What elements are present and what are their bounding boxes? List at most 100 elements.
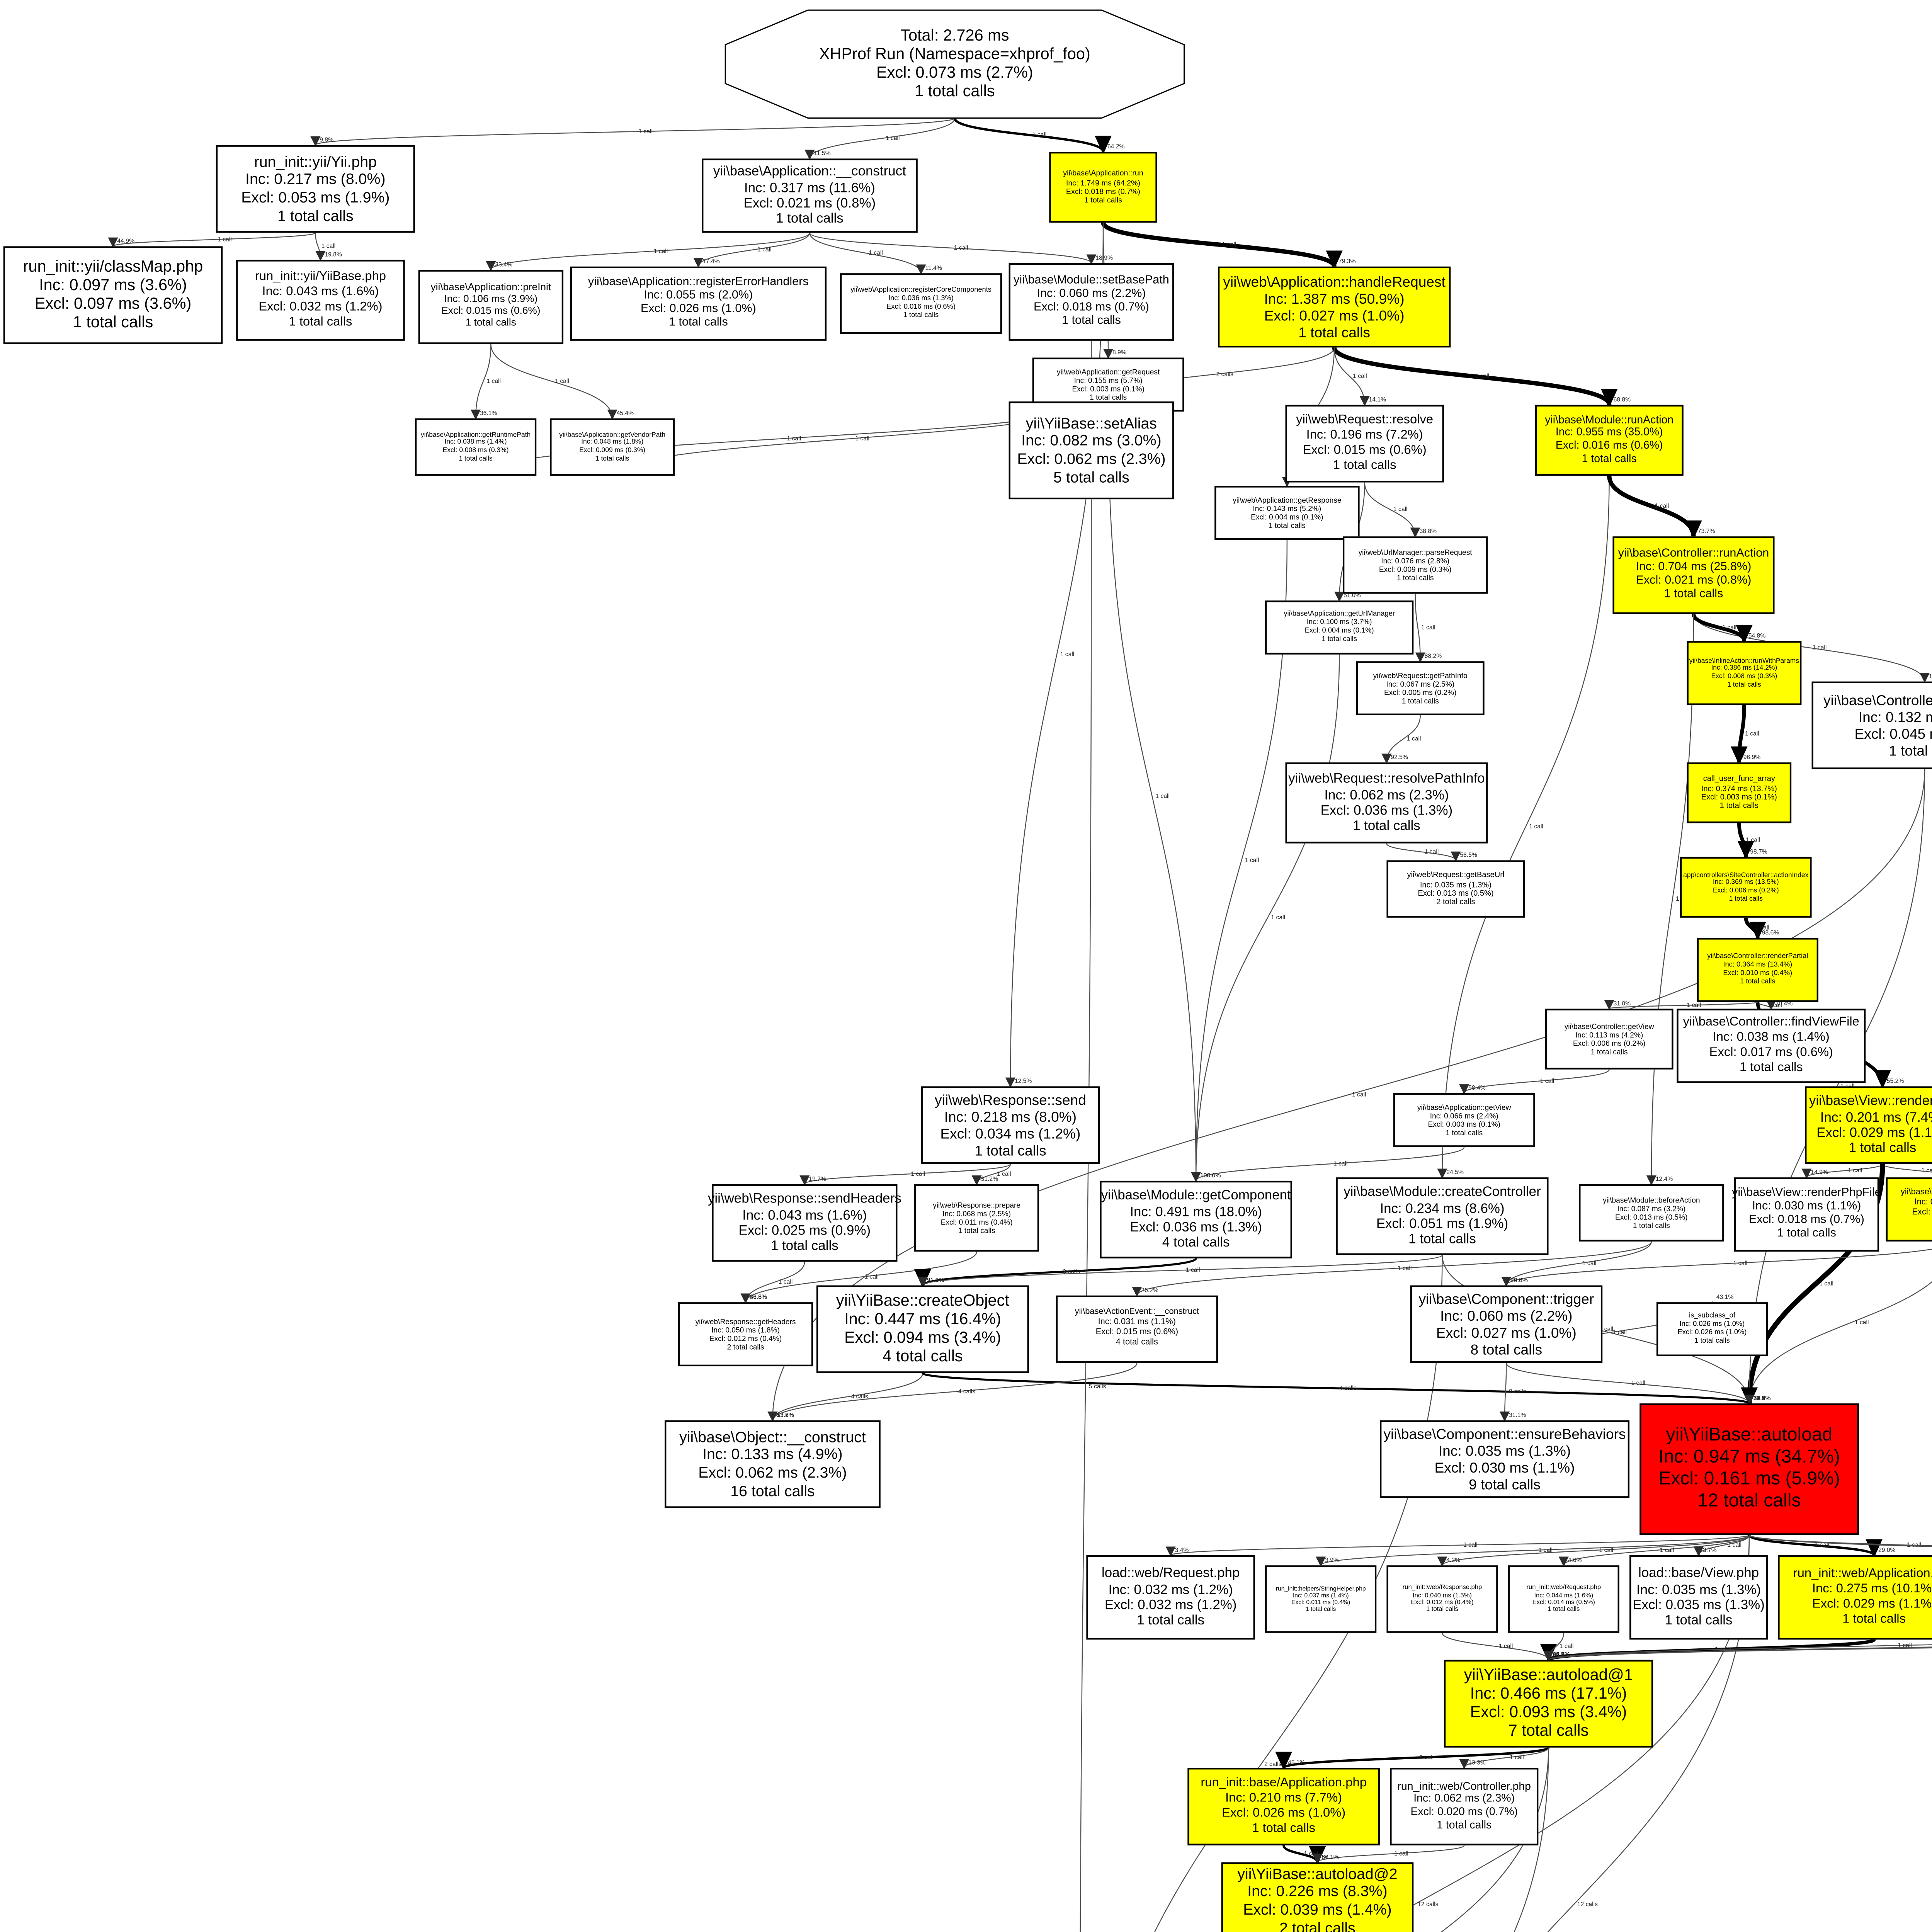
- edge-call-count: 1 call: [1353, 373, 1367, 379]
- node-function-name: yii\base\Module::createController: [1344, 1184, 1541, 1200]
- edge-call-count: 1 call: [869, 250, 883, 256]
- node-calls: 2 total calls: [1279, 1919, 1355, 1932]
- node-excl: Excl: 0.036 ms (1.3%): [1320, 803, 1453, 818]
- edge-percent: 14.9%: [1811, 1169, 1828, 1175]
- edge-percent: 98.7%: [1750, 849, 1767, 855]
- node-calls: 1 total calls: [1582, 453, 1637, 465]
- node-function-name: yii\base\Application::getUrlManager: [1284, 609, 1395, 618]
- edge-percent: 45.1%: [1288, 1759, 1305, 1766]
- edge-percent: 62.4%: [1553, 1651, 1570, 1658]
- edge-percent: 70.5%: [1753, 1395, 1771, 1401]
- node-function-name: yii\base\Component::ensureBehaviors: [1383, 1425, 1626, 1442]
- node-excl: Excl: 0.012 ms (0.4%): [709, 1334, 782, 1343]
- edge-render_partial-to-get_view_ctrl: [1604, 1000, 1759, 1010]
- edge-action_event-to-object_construct: [767, 1363, 1138, 1422]
- node-calls: 5 total calls: [1053, 468, 1129, 485]
- edge-call-count: 1 call: [787, 435, 801, 442]
- node-inc: Inc: 0.032 ms (1.2%): [1108, 1581, 1233, 1597]
- node-calls: 1 total calls: [1889, 742, 1932, 759]
- edge-autoload1-to-ri_web_controller: [1459, 1747, 1549, 1769]
- node-inc: Inc: 0.317 ms (11.6%): [744, 180, 875, 195]
- edge-autoload1-to-ri_base_application: [1276, 1746, 1550, 1770]
- edge-call-count: 2 calls: [1216, 371, 1234, 378]
- edge-autoload-to-ri_inlineaction: [1748, 1534, 1932, 1547]
- node-excl: Excl: 0.039 ms (1.4%): [1243, 1901, 1392, 1918]
- node-calls: 1 total calls: [668, 317, 728, 330]
- edge-controller_run_action-to-before_action: [1646, 614, 1694, 1186]
- edge-percent: 12.7%: [1753, 1395, 1771, 1401]
- edge-percent: 32.9%: [1753, 1395, 1771, 1401]
- node-function-name: yii\web\Application::handleRequest: [1223, 273, 1446, 290]
- edge-percent: 12.4%: [1656, 1176, 1673, 1182]
- node-function-name: yii\base\Application::preInit: [430, 283, 551, 293]
- node-inc: Inc: 0.048 ms (1.8%): [581, 437, 644, 446]
- node-calls: 1 total calls: [975, 1142, 1046, 1159]
- node-excl: Excl: 0.016 ms (0.6%): [886, 302, 956, 311]
- edge-total-to-app_construct: [804, 118, 956, 160]
- edge-call-count: 1 call: [911, 1171, 925, 1177]
- edge-app_run-to-handle_request: [1101, 222, 1343, 269]
- node-inc: Inc: 0.062 ms (2.3%): [1413, 1794, 1515, 1806]
- node-inc: Inc: 0.491 ms (18.0%): [1130, 1204, 1262, 1219]
- edge-call-count: 1 call: [1727, 1542, 1742, 1548]
- edge-call-count: 1 call: [1921, 1167, 1932, 1174]
- node-excl: Excl: 0.032 ms (1.2%): [1104, 1597, 1237, 1613]
- node-excl: Excl: 0.027 ms (1.0%): [1264, 307, 1405, 324]
- node-inc: Inc: 0.040 ms (1.5%): [1413, 1591, 1472, 1599]
- edge-before_render-to-trigger: [1501, 1248, 1932, 1287]
- node-reg_err: yii\base\Application::registerErrorHandl…: [570, 266, 827, 341]
- node-excl: Excl: 0.035 ms (1.3%): [1633, 1597, 1765, 1613]
- edge-percent: 36.8%: [750, 1294, 767, 1300]
- edge-run_with_params-to-cufa: [1731, 705, 1748, 765]
- node-excl: Excl: 0.026 ms (1.0%): [640, 303, 756, 316]
- node-excl: Excl: 0.011 ms (0.4%): [1291, 1599, 1350, 1606]
- node-inc: Inc: 0.143 ms (5.2%): [1253, 504, 1321, 513]
- edge-call-count: 1 call: [555, 378, 569, 384]
- node-inc: Inc: 0.038 ms (1.4%): [444, 437, 507, 446]
- node-function-name: yii\YiiBase::autoload@2: [1237, 1865, 1398, 1882]
- node-calls: 8 total calls: [1470, 1341, 1543, 1358]
- node-calls: 1 total calls: [1664, 589, 1723, 601]
- node-excl: Excl: 0.027 ms (1.0%): [1436, 1324, 1577, 1341]
- node-excl: Excl: 0.006 ms (0.2%): [1713, 885, 1779, 894]
- node-excl: Excl: 0.073 ms (2.7%): [876, 64, 1033, 83]
- node-inc: Inc: 0.201 ms (7.4%): [1820, 1109, 1932, 1124]
- node-excl: Excl: 0.026 ms (1.0%): [1677, 1327, 1747, 1336]
- edge-before_action-to-action_event: [1132, 1241, 1652, 1297]
- node-function-name: yii\base\Application::getRuntimePath: [420, 429, 531, 438]
- node-inc: Inc: 0.275 ms (10.1%): [1812, 1581, 1932, 1596]
- edge-percent: 8.9%: [1112, 349, 1126, 356]
- edge-percent: 46.5%: [750, 1294, 767, 1300]
- edge-percent: 19.7%: [809, 1176, 826, 1182]
- edge-percent: 24.5%: [1446, 1169, 1464, 1175]
- node-inc: Inc: 0.037 ms (1.4%): [1293, 1592, 1349, 1599]
- node-calls: 1 total calls: [1084, 196, 1122, 205]
- node-calls: 4 total calls: [1116, 1337, 1158, 1348]
- edge-call-count: 1 call: [1352, 1092, 1366, 1098]
- edge-autoload-to-ri_web_response: [1437, 1535, 1750, 1567]
- node-function-name: load::web/Request.php: [1102, 1565, 1240, 1581]
- edge-call-count: 1 call: [1420, 1754, 1434, 1761]
- node-excl: Excl: 0.014 ms (0.5%): [1532, 1599, 1595, 1606]
- node-excl: Excl: 0.034 ms (1.2%): [940, 1125, 1081, 1142]
- node-function-name: run_init::web/Request.php: [1526, 1584, 1601, 1591]
- edge-call-count: 1 call: [1538, 1547, 1553, 1553]
- edge-autoload-to-ri_web_request: [1559, 1535, 1750, 1567]
- edge-percent: 68.8%: [1614, 396, 1631, 403]
- edge-render_file-to-render_php_file: [1801, 1163, 1883, 1179]
- edge-get_view_ctrl-to-get_view_app: [1459, 1069, 1610, 1095]
- node-calls: 1 total calls: [465, 319, 516, 329]
- node-function-name: yii\base\Controller::renderPartial: [1707, 951, 1808, 960]
- edge-call-count: 1 call: [1687, 1002, 1701, 1009]
- edge-resolve-to-parse_request: [1364, 482, 1420, 538]
- edge-call-count: 1 call: [1475, 373, 1490, 379]
